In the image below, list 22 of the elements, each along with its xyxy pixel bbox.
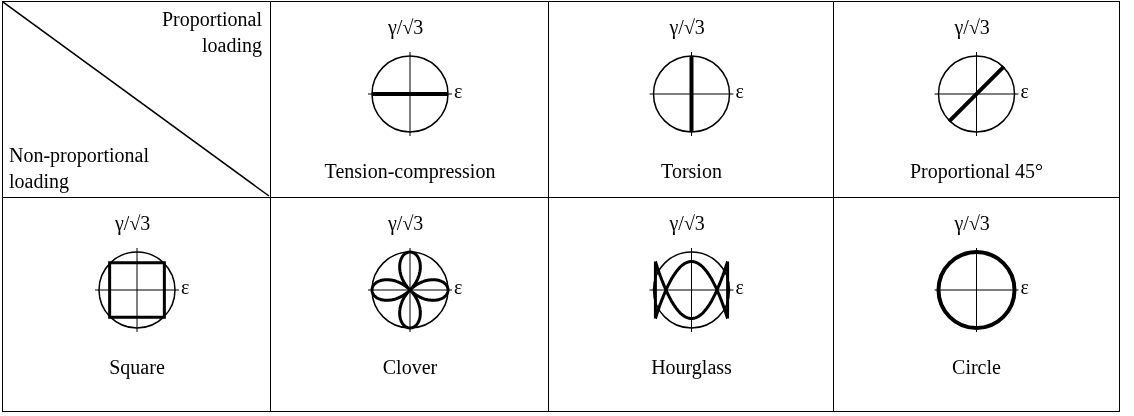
axis-label: γ/√3 [669, 16, 705, 39]
axis-label: ε [181, 276, 190, 299]
axis-label: γ/√3 [388, 212, 424, 235]
path-caption: Square [108, 356, 166, 379]
axis-label: γ/√3 [954, 212, 990, 235]
path-caption: Proportional 45° [909, 160, 1044, 183]
path-caption: Circle [951, 356, 1002, 379]
path-caption: Clover [381, 356, 439, 379]
axis-label: ε [1020, 276, 1029, 299]
axis-label: ε [454, 80, 463, 103]
axis-label: ε [1020, 80, 1029, 103]
axis-label: γ/√3 [669, 212, 705, 235]
axis-label: γ/√3 [115, 212, 151, 235]
path-caption: Tension-compression [323, 160, 497, 183]
axis-label: ε [454, 276, 463, 299]
axis-label: ε [735, 276, 744, 299]
axis-label: γ/√3 [954, 16, 990, 39]
axis-label: ε [735, 80, 744, 103]
column-header: Proportional loading [161, 7, 262, 58]
path-caption: Torsion [660, 160, 723, 183]
axis-label: γ/√3 [388, 16, 424, 39]
path-caption: Hourglass [650, 356, 733, 379]
